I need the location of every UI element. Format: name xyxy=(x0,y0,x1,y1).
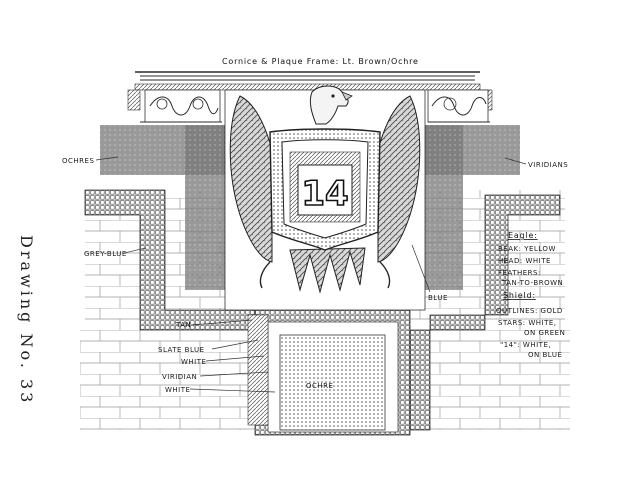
legend-number-1: "14": White, xyxy=(500,341,551,349)
leader-white-2 xyxy=(189,388,276,393)
legend-stars-2: on Green xyxy=(524,329,565,337)
plaque-number-box xyxy=(297,164,353,216)
label-viridian: Viridian xyxy=(162,373,197,381)
legend-shield-heading: Shield: xyxy=(503,291,536,300)
legend-head: Head: White xyxy=(498,257,551,265)
leader-viridians xyxy=(504,157,527,165)
brick-wall-lower-right xyxy=(420,330,570,430)
label-white-1: White xyxy=(181,358,206,366)
leader-blue xyxy=(411,244,431,293)
label-white-2: White xyxy=(165,386,190,394)
legend-outlines: Outlines: Gold xyxy=(496,307,563,315)
drawing-number: Drawing No. 33 xyxy=(17,235,36,406)
leader-ochres xyxy=(95,156,119,161)
label-viridians: Viridians xyxy=(528,161,568,169)
leader-grey-blue xyxy=(123,247,147,254)
label-slate-blue: Slate Blue xyxy=(158,346,205,354)
plaque-number: 14 xyxy=(301,174,348,214)
mosaic-frame-right xyxy=(409,125,561,431)
leader-slate-blue xyxy=(211,339,259,350)
legend-feathers-1: Feathers: xyxy=(498,269,541,277)
leader-viridian xyxy=(199,371,269,377)
mosaic-frame-left xyxy=(84,125,259,331)
color-legend: Eagle: Beak: Yellow Head: White Feathers… xyxy=(496,231,565,359)
legend-stars-1: Stars: White, xyxy=(498,319,557,327)
plaque-frame xyxy=(247,309,411,436)
legend-eagle-heading: Eagle: xyxy=(508,231,538,240)
legend-beak: Beak: Yellow xyxy=(498,245,556,253)
legend-feathers-2: Tan-to-Brown xyxy=(501,279,563,287)
drawing-title: Cornice & Plaque Frame: Lt. Brown/Ochre xyxy=(222,57,419,66)
label-tan: Tan xyxy=(175,321,191,329)
label-blue: Blue xyxy=(428,294,448,302)
leader-tan xyxy=(192,319,253,326)
legend-number-2: on Blue xyxy=(528,351,562,359)
leader-white-1 xyxy=(205,355,265,362)
label-ochre: Ochre xyxy=(306,382,333,390)
brick-wall-lower-left xyxy=(80,330,260,430)
label-ochres: Ochres xyxy=(62,157,94,165)
shield: 14 xyxy=(269,128,381,251)
label-grey-blue: Grey-Blue xyxy=(84,250,127,258)
cornice xyxy=(127,71,493,123)
